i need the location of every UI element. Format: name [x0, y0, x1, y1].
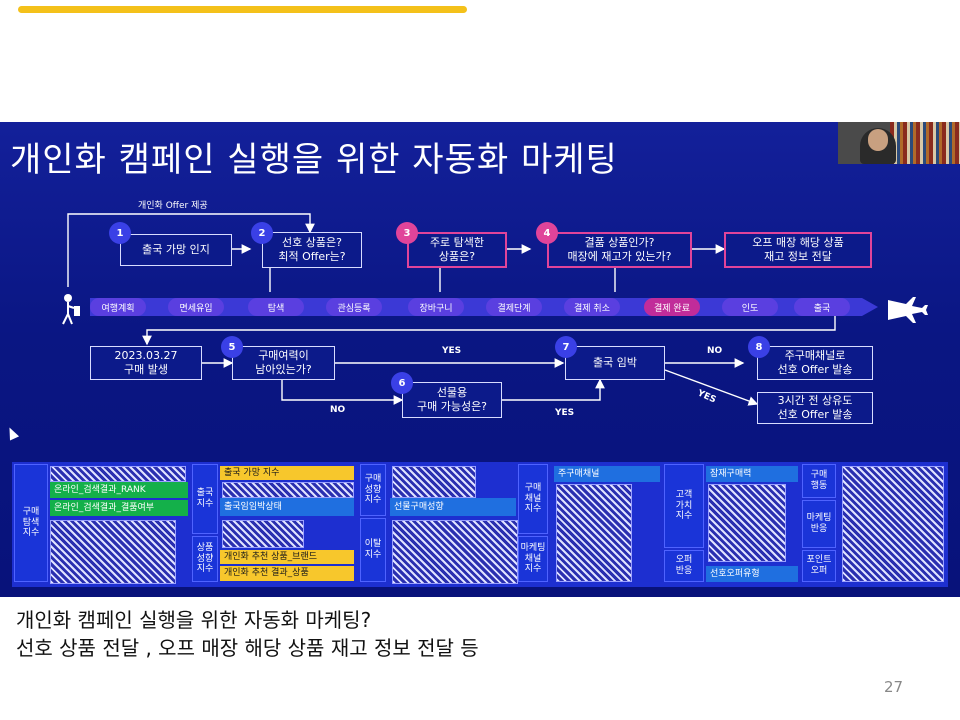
page-number: 27 — [884, 678, 904, 696]
slide-caption: 개인화 캠페인 실행을 위한 자동화 마케팅? 선호 상품 전달 , 오프 매장… — [16, 606, 479, 662]
col1-head: 구매 탐색 지수 — [14, 464, 48, 582]
col4-head-0: 구매 채널 지수 — [518, 464, 548, 534]
step-4-number: 4 — [536, 222, 558, 244]
journey-step-8: 인도 — [722, 298, 778, 316]
col5-head-0: 고객 가치 지수 — [664, 464, 704, 548]
step-4-box: 결품 상품인가? 매장에 재고가 있는가? — [547, 232, 692, 268]
yes-label-2: YES — [555, 408, 575, 418]
step-3-box: 주로 탐색한 상품은? — [407, 232, 507, 268]
presenter-webcam — [838, 122, 960, 164]
col3-head-1: 이탈 지수 — [360, 518, 386, 582]
slide-title: 개인화 캠페인 실행을 위한 자동화 마케팅 — [10, 140, 618, 180]
top-accent-bar — [18, 6, 467, 13]
offline-stock-box: 오프 매장 해당 상품 재고 정보 전달 — [724, 232, 872, 268]
no-label-1: NO — [330, 405, 346, 415]
step-5-box: 구매여력이 남아있는가? — [232, 346, 335, 380]
caption-line-1: 개인화 캠페인 실행을 위한 자동화 마케팅? — [16, 608, 372, 632]
col3-row-0: 선물구매성향 — [390, 498, 516, 516]
col5-row-0: 잠재구매력 — [706, 466, 798, 482]
col5-head-1: 오퍼 반응 — [664, 550, 704, 582]
step-1-number: 1 — [109, 222, 131, 244]
index-panel: 구매 탐색 지수 온라인_검색결과_RANK 온라인_검색결과_결품여부 출국 … — [12, 462, 948, 587]
journey-step-2: 탐색 — [248, 298, 304, 316]
journey-step-9: 출국 — [794, 298, 850, 316]
col3-head-0: 구매 성향 지수 — [360, 464, 386, 516]
col6-head-0: 구매 행동 — [802, 464, 836, 498]
step-6-box: 선물용 구매 가능성은? — [402, 382, 502, 418]
step-7-number: 7 — [555, 336, 577, 358]
journey-step-7: 결제 완료 — [644, 298, 700, 316]
offer-label: 개인화 Offer 제공 — [138, 201, 208, 211]
purchase-date-box: 2023.03.27 구매 발생 — [90, 346, 202, 380]
col5-row-1: 선호오퍼유형 — [706, 566, 798, 582]
journey-step-6: 결제 취소 — [564, 298, 620, 316]
col6-head-2: 포인트 오퍼 — [802, 550, 836, 582]
col4-row-0: 주구매채널 — [554, 466, 660, 482]
no-label-2: NO — [707, 346, 723, 356]
col6-head-1: 마케팅 반응 — [802, 500, 836, 548]
rank-row-1: 온라인_검색결과_결품여부 — [50, 500, 188, 516]
step-7-box: 출국 임박 — [565, 346, 665, 380]
shared-slide-video: 개인화 캠페인 실행을 위한 자동화 마케팅 — [0, 122, 960, 597]
step-1-box: 출국 가망 인지 — [120, 234, 232, 266]
caption-line-2: 선호 상품 전달 , 오프 매장 해당 상품 재고 정보 전달 등 — [16, 636, 479, 660]
col2-row-3: 개인화 추천 결과_상품 — [220, 566, 354, 581]
col4-head-1: 마케팅 채널 지수 — [518, 536, 548, 582]
step-3-number: 3 — [396, 222, 418, 244]
bookshelf — [890, 122, 960, 164]
journey-step-4: 장바구니 — [408, 298, 464, 316]
col2-head-1: 상품 성향 지수 — [192, 536, 218, 582]
col2-row-0: 출국 가망 지수 — [220, 466, 354, 480]
journey-step-0: 여행계획 — [90, 298, 146, 316]
col2-head-0: 출국 지수 — [192, 464, 218, 534]
col2-row-1: 출국임임박상태 — [220, 498, 354, 516]
rank-row-0: 온라인_검색결과_RANK — [50, 482, 188, 498]
step-9-box: 3시간 전 상유도 선호 Offer 발송 — [757, 392, 873, 424]
journey-step-3: 관심등록 — [326, 298, 382, 316]
journey-step-5: 결제단계 — [486, 298, 542, 316]
yes-label-1: YES — [442, 346, 462, 356]
col2-row-2: 개인화 추천 상품_브랜드 — [220, 550, 354, 564]
step-8-number: 8 — [748, 336, 770, 358]
step-6-number: 6 — [391, 372, 413, 394]
journey-step-1: 면세유입 — [168, 298, 224, 316]
step-2-number: 2 — [251, 222, 273, 244]
step-8-box: 주구매채널로 선호 Offer 발송 — [757, 346, 873, 380]
step-2-box: 선호 상품은? 최적 Offer는? — [262, 232, 362, 268]
step-5-number: 5 — [221, 336, 243, 358]
